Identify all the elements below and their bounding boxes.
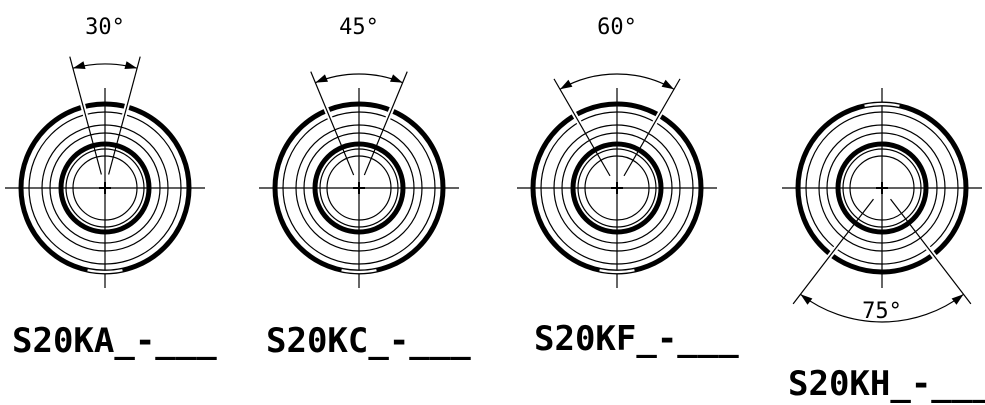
dimension-arc [315, 73, 403, 84]
race-circle [295, 124, 423, 252]
race-circle [553, 124, 681, 252]
slot-gap [341, 269, 377, 274]
extension-line [108, 56, 141, 175]
angle-label-75: 75° [862, 299, 902, 324]
bore-edge [319, 148, 399, 228]
view-s20kc: 45° S20KC_-___ [259, 15, 471, 361]
bore-circle [72, 155, 138, 221]
slot-gap [87, 269, 123, 274]
race-circle-inner [826, 132, 938, 244]
arrowhead [315, 74, 328, 83]
outer-ring-inner-edge [805, 111, 959, 265]
part-label-s20kf: S20KF_-___ [534, 319, 739, 359]
bore-circle [326, 155, 392, 221]
arrowhead [124, 61, 138, 69]
slot-gap [599, 269, 635, 274]
extension-line [69, 56, 102, 175]
dimension-arc [800, 293, 964, 323]
arrowhead [72, 61, 86, 69]
bore-edge [577, 148, 657, 228]
part-label-s20kc: S20KC_-___ [266, 321, 471, 361]
race-circle-inner [561, 132, 673, 244]
outer-ring-inner-edge [28, 111, 182, 265]
angle-label-60: 60° [597, 15, 637, 40]
race-circle-inner [303, 132, 415, 244]
part-label-s20ka: S20KA_-___ [12, 321, 217, 361]
extension-line [792, 198, 874, 305]
bore-edge [65, 148, 145, 228]
view-s20kf: 60° S20KF_-___ [517, 15, 739, 359]
view-s20kh: 75° S20KH_-___ [782, 88, 985, 404]
race-circle [41, 124, 169, 252]
extension-line [623, 78, 681, 177]
slot-gap [864, 102, 900, 107]
outer-ring-inner-edge [282, 111, 436, 265]
inner-ring [570, 141, 664, 235]
race-circle [818, 124, 946, 252]
race-circle-inner [49, 132, 161, 244]
arrowhead [800, 294, 813, 305]
outer-ring-inner-edge [540, 111, 694, 265]
arrowhead [390, 74, 403, 83]
inner-ring [312, 141, 406, 235]
view-s20ka: 30° S20KA_-___ [5, 15, 217, 361]
angle-label-45: 45° [339, 15, 379, 40]
bore-circle [584, 155, 650, 221]
arrowhead [951, 294, 964, 305]
bore-circle [849, 155, 915, 221]
angle-label-30: 30° [85, 15, 125, 40]
arrowhead [560, 79, 573, 90]
inner-ring [58, 141, 152, 235]
dimension-arc [559, 73, 675, 90]
extension-line [310, 71, 355, 176]
part-label-s20kh: S20KH_-___ [788, 364, 985, 404]
inner-ring [835, 141, 929, 235]
arrowhead [661, 79, 674, 90]
extension-line [553, 78, 611, 177]
extension-line [363, 71, 408, 176]
extension-line [890, 198, 972, 305]
bore-edge [842, 148, 922, 228]
